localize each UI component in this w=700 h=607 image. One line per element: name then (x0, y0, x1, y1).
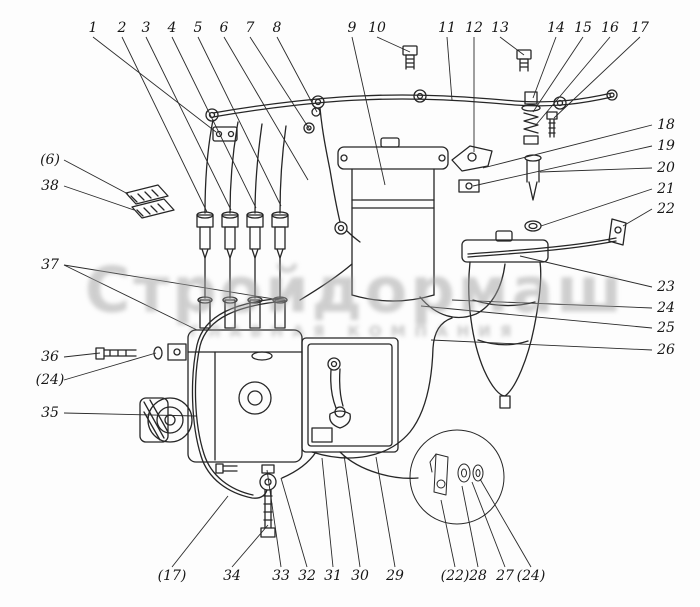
callout-19: 19 (657, 138, 675, 154)
banjo-bolt (402, 45, 418, 70)
sediment-filter (461, 230, 549, 409)
callout-6: 6 (219, 20, 229, 36)
injection-pump-body (187, 329, 303, 463)
callout-29: 29 (386, 568, 404, 584)
callout-12: 12 (465, 20, 483, 36)
callout-15: 15 (574, 20, 592, 36)
fuel-hose (303, 107, 361, 243)
detail-inset-circle (409, 429, 505, 525)
callout-31: 31 (324, 568, 342, 584)
callout-36: 36 (41, 349, 59, 365)
callout-24: 24 (657, 300, 675, 316)
callout-21: 21 (657, 181, 675, 197)
callout-7: 7 (245, 20, 255, 36)
callout-22: (22) (440, 568, 470, 584)
callout-2: 2 (117, 20, 127, 36)
drive-hub (139, 397, 193, 443)
callout-24: (24) (516, 568, 546, 584)
spring-fitting-stack (521, 91, 541, 145)
callout-23: 23 (657, 279, 675, 295)
callout-30: 30 (351, 568, 369, 584)
pipe-bracket (212, 126, 238, 142)
callout-5: 5 (193, 20, 203, 36)
callout-32: 32 (298, 568, 316, 584)
mounting-bracket (608, 218, 627, 246)
callout-34: 34 (223, 568, 241, 584)
callout-1: 1 (88, 20, 98, 36)
callout-22: 22 (657, 201, 675, 217)
callout-17: (17) (157, 568, 187, 584)
rocker-bracket (451, 145, 493, 193)
callout-17: 17 (631, 20, 649, 36)
callout-13: 13 (491, 20, 509, 36)
clip-detail (125, 184, 175, 219)
callout-3: 3 (141, 20, 151, 36)
callout-24: (24) (35, 372, 65, 388)
callout-25: 25 (657, 320, 675, 336)
callout-35: 35 (41, 405, 59, 421)
callout-8: 8 (272, 20, 282, 36)
callout-28: 28 (469, 568, 487, 584)
governor-housing (301, 337, 399, 453)
callout-14: 14 (547, 20, 565, 36)
callout-11: 11 (438, 20, 456, 36)
callout-18: 18 (657, 117, 675, 133)
mounting-bolt (95, 343, 187, 361)
callout-37: 37 (41, 257, 59, 273)
callout-4: 4 (167, 20, 177, 36)
connecting-pipes (281, 263, 506, 479)
callout-33: 33 (272, 568, 290, 584)
callout-38: 38 (41, 178, 59, 194)
callout-9: 9 (347, 20, 357, 36)
banjo-bolt (516, 49, 532, 72)
callout-6: (6) (40, 152, 60, 168)
callout-26: 26 (657, 342, 675, 358)
callout-10: 10 (368, 20, 386, 36)
long-fuel-pipe (467, 237, 617, 258)
callout-16: 16 (601, 20, 619, 36)
callout-27: 27 (496, 568, 514, 584)
callout-20: 20 (657, 160, 675, 176)
fuel-filter-main (337, 137, 449, 302)
overflow-fuel-line (191, 297, 287, 499)
